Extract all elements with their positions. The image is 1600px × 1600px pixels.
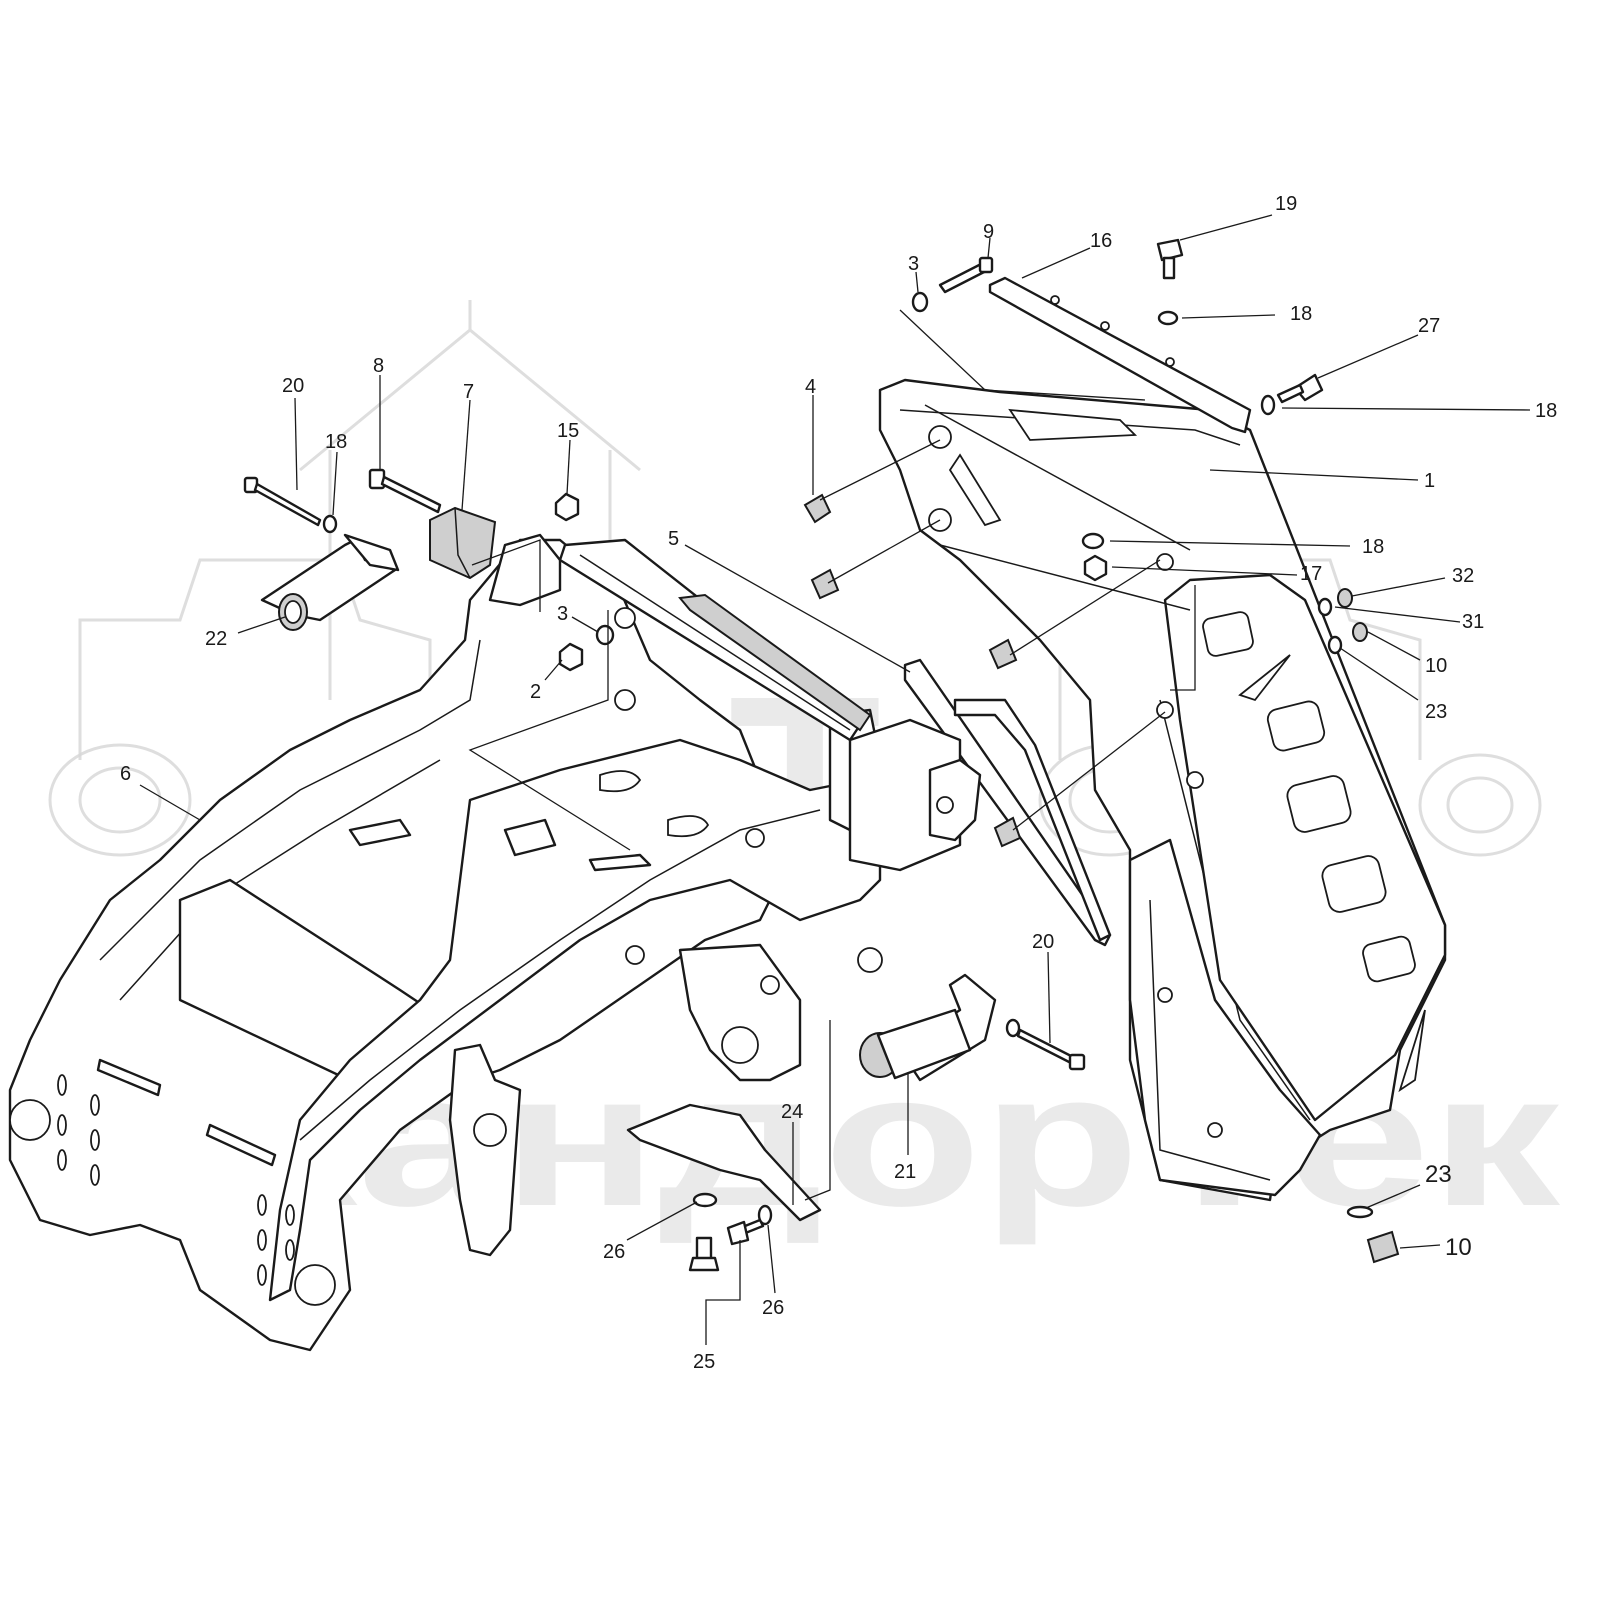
callout-22: 22 [205,628,227,650]
callout-21: 21 [894,1161,916,1183]
callout-16: 16 [1090,230,1112,252]
bolt-part-9 [938,256,994,294]
callout-19: 19 [1275,193,1297,215]
upright-window-4 [1321,855,1387,913]
callout-18-left: 18 [325,431,347,453]
callout-3-left: 3 [557,603,568,625]
callout-32: 32 [1452,565,1474,587]
upright-window-5 [1362,935,1416,983]
frame-slot-column-left [57,1074,100,1186]
washer-part-26-left [692,1192,718,1208]
callout-25: 25 [693,1351,715,1373]
washer-part-18-mid [1081,532,1105,550]
hinge-bracket-part-22 [260,533,400,631]
frame-slot-column-right [257,1194,295,1286]
callout-26-right: 26 [762,1297,784,1319]
bar-part-5 [903,658,1112,947]
nut-part-2 [558,642,584,672]
callout-10-upper: 10 [1425,655,1447,677]
callout-4: 4 [805,376,816,398]
callout-5: 5 [668,528,679,550]
washer-part-23-lower [1346,1205,1374,1219]
upright-window-3 [1286,775,1352,833]
washer-part-31 [1317,597,1333,617]
washer-part-18-left [322,514,338,534]
washer-part-23-upper [1327,635,1343,655]
callout-20-right: 20 [1032,931,1054,953]
bolt-part-8 [368,468,442,514]
washer-part-26-right [757,1204,773,1226]
upright-window-1 [1202,611,1254,657]
strip-part-16 [988,276,1252,434]
callout-18-mid: 18 [1362,536,1384,558]
callout-7: 7 [463,381,474,403]
callout-10-lower: 10 [1445,1234,1472,1261]
callout-27: 27 [1418,315,1440,337]
callout-24: 24 [781,1101,803,1123]
callout-6: 6 [120,763,131,785]
plug-part-10-upper [1352,622,1368,642]
nut-part-17 [1083,554,1108,582]
callout-2: 2 [530,681,541,703]
callout-18-top: 18 [1290,303,1312,325]
callout-17: 17 [1300,563,1322,585]
nut-part-15 [554,492,580,522]
callout-31: 31 [1462,611,1484,633]
callout-labels: 19 9 16 3 18 27 18 1 18 17 32 31 10 23 2… [120,193,1557,1373]
guard-part-24 [626,1103,822,1222]
washer-part-3-top [911,291,929,313]
callout-8: 8 [373,355,384,377]
washer-part-3-left [595,624,615,646]
bushing-set-part-4 [803,493,1022,848]
bolt-part-20-left [243,476,322,527]
leader-lines [139,214,1531,1345]
callout-23-upper: 23 [1425,701,1447,723]
hinge-bracket-part-21 [859,973,997,1082]
callout-1: 1 [1424,470,1435,492]
block-part-7 [429,506,497,580]
bolt-part-25-left [688,1236,720,1272]
main-frame-part-6 [8,533,883,1352]
callout-9: 9 [983,221,994,243]
bolt-part-19 [1156,238,1184,280]
bolt-part-20-right [1005,1018,1086,1071]
plug-part-32 [1337,588,1353,608]
callout-18-right: 18 [1535,400,1557,422]
upright-window-2 [1266,700,1326,752]
plug-part-10-lower [1366,1230,1400,1264]
bolt-part-27 [1276,373,1324,404]
washer-part-18-top [1157,310,1179,326]
callout-26-left: 26 [603,1241,625,1263]
washer-part-18-right [1260,394,1276,416]
mount-box [848,718,982,872]
bolt-part-25-right [726,1218,765,1246]
upright-frame-part-1 [878,378,1447,1202]
callout-20-left: 20 [282,375,304,397]
callout-23-lower: 23 [1425,1161,1452,1188]
callout-3-top: 3 [908,253,919,275]
callout-15: 15 [557,420,579,442]
